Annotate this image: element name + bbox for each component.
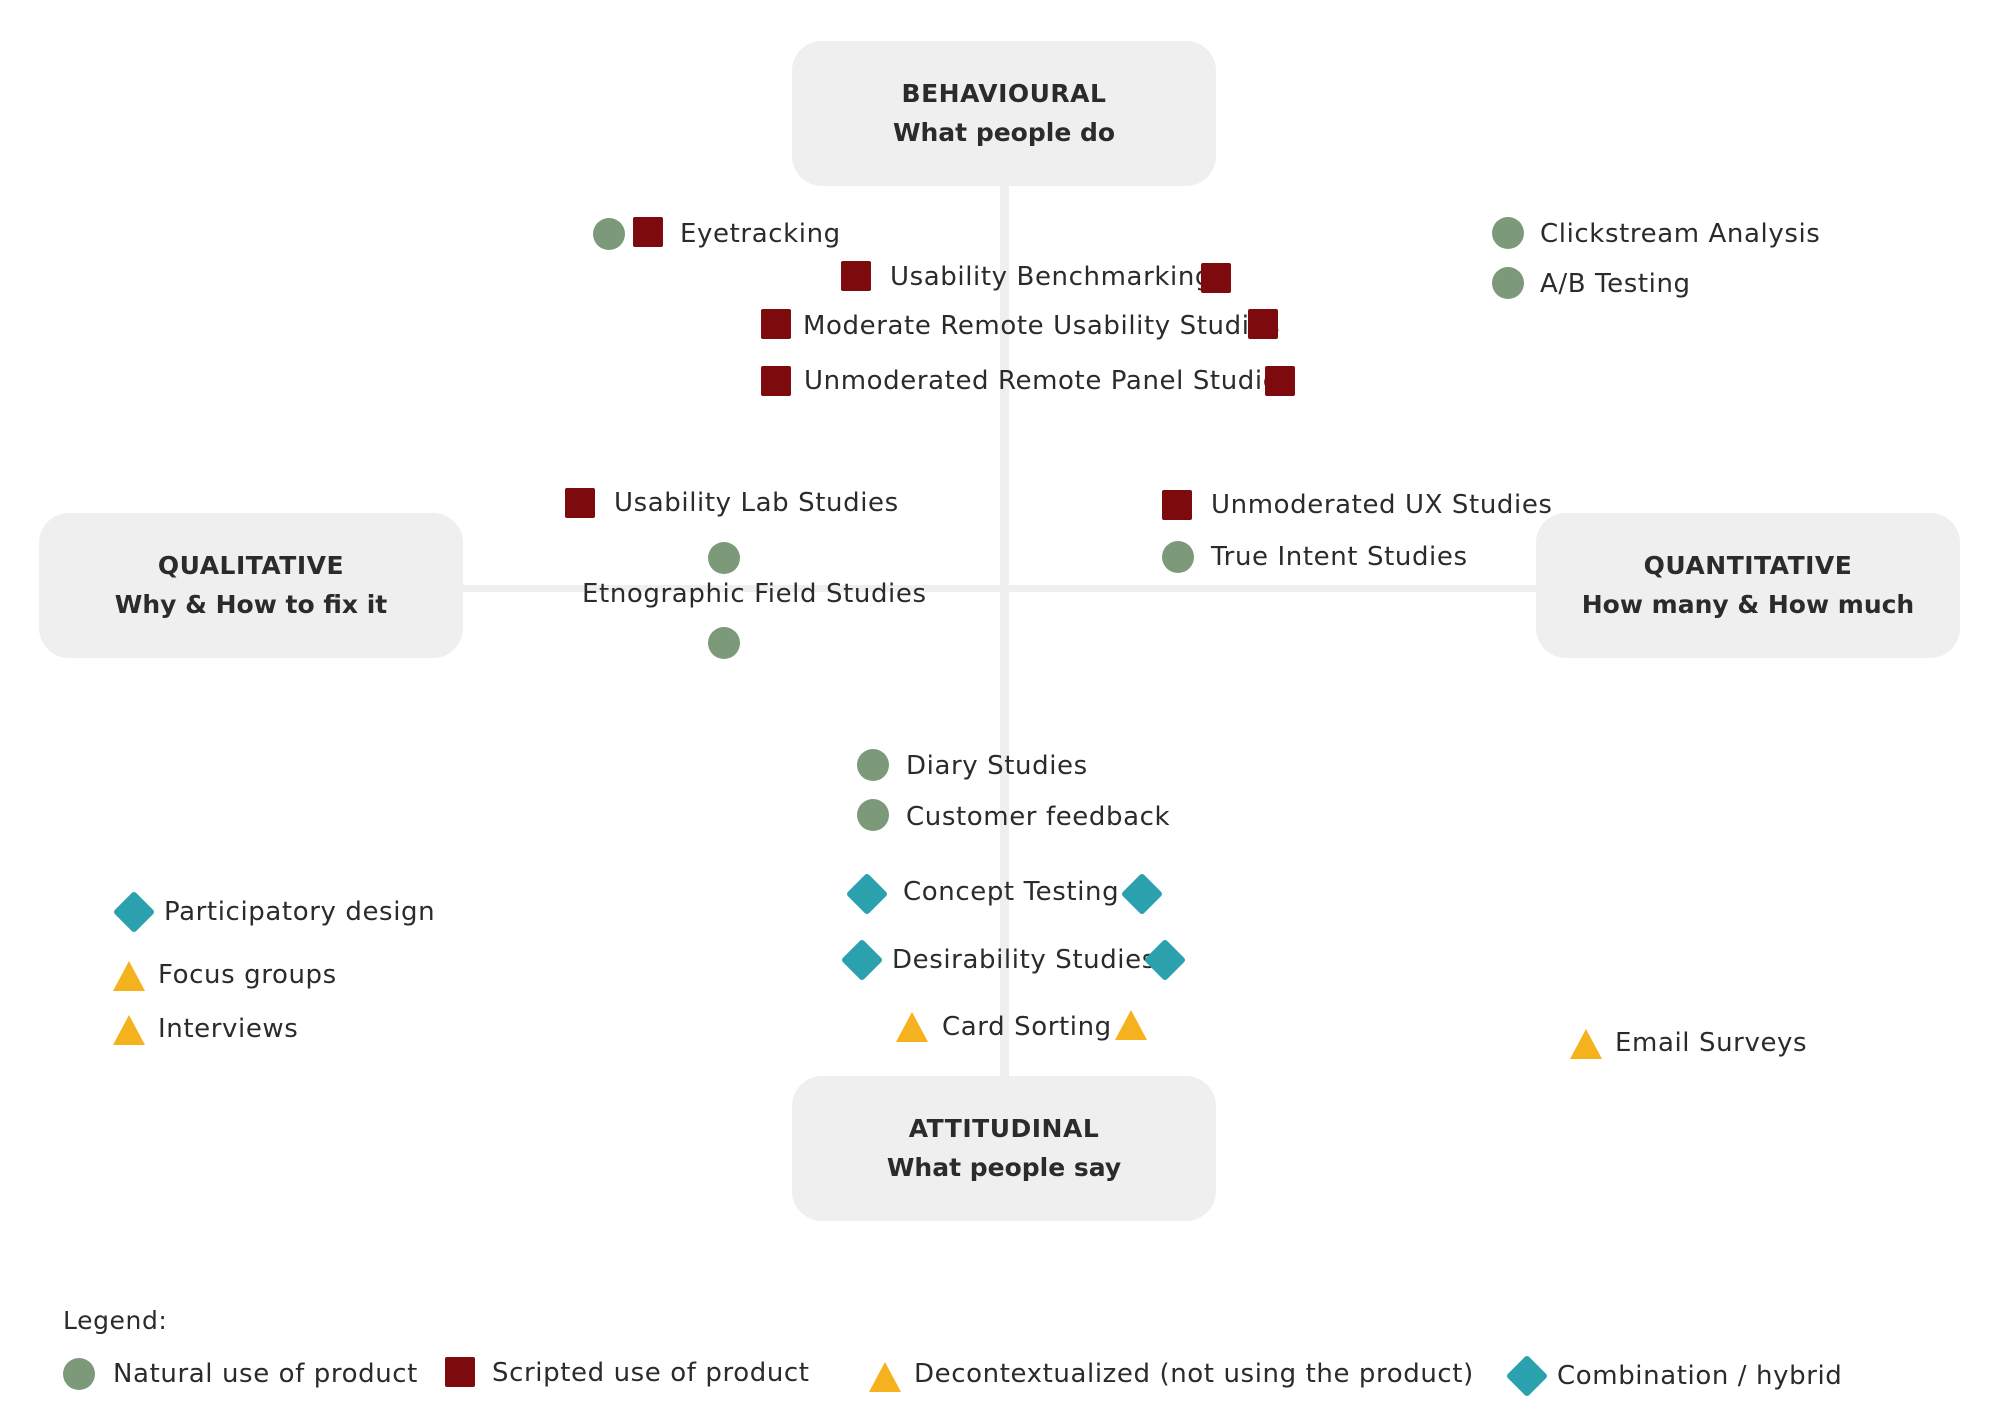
decontextualized-marker bbox=[1570, 1029, 1602, 1059]
legend-hybrid-marker bbox=[1505, 1354, 1549, 1398]
behavioural-subtitle: What people do bbox=[892, 117, 1116, 147]
natural-use-marker bbox=[708, 627, 740, 659]
hybrid-marker bbox=[840, 938, 884, 982]
natural-use-marker bbox=[708, 542, 740, 574]
scripted-use-marker bbox=[761, 366, 791, 396]
scripted-use-marker bbox=[565, 488, 595, 518]
method-usability-lab: Usability Lab Studies bbox=[614, 488, 899, 518]
method-eyetracking: Eyetracking bbox=[680, 219, 841, 249]
method-email-surveys: Email Surveys bbox=[1615, 1028, 1808, 1058]
legend-natural-label: Natural use of product bbox=[113, 1359, 418, 1389]
decontextualized-marker bbox=[1115, 1010, 1147, 1040]
legend-decontextualized-label: Decontextualized (not using the product) bbox=[914, 1359, 1474, 1389]
behavioural-box: BEHAVIOURAL What people do bbox=[792, 41, 1216, 186]
qualitative-box: QUALITATIVE Why & How to fix it bbox=[39, 513, 463, 658]
method-ab-testing: A/B Testing bbox=[1540, 269, 1691, 299]
scripted-use-marker bbox=[761, 309, 791, 339]
method-customer-feedback: Customer feedback bbox=[906, 802, 1171, 832]
behavioural-title: BEHAVIOURAL bbox=[901, 78, 1107, 108]
method-usability-benchmarking: Usability Benchmarking bbox=[890, 262, 1213, 292]
method-unmoderated-ux: Unmoderated UX Studies bbox=[1211, 490, 1553, 520]
quantitative-subtitle: How many & How much bbox=[1581, 589, 1915, 619]
method-desirability-studies: Desirability Studies bbox=[892, 945, 1156, 975]
legend-decontextualized-marker bbox=[869, 1362, 901, 1392]
quantitative-title: QUANTITATIVE bbox=[1643, 550, 1853, 580]
legend-title: Legend: bbox=[63, 1306, 168, 1335]
method-focus-groups: Focus groups bbox=[158, 960, 337, 990]
legend-scripted-label: Scripted use of product bbox=[492, 1358, 810, 1388]
natural-use-marker bbox=[593, 218, 625, 250]
method-concept-testing: Concept Testing bbox=[903, 877, 1120, 907]
legend-natural-marker bbox=[63, 1358, 95, 1390]
decontextualized-marker bbox=[896, 1012, 928, 1042]
natural-use-marker bbox=[857, 799, 889, 831]
natural-use-marker bbox=[1492, 267, 1524, 299]
method-clickstream-analysis: Clickstream Analysis bbox=[1540, 219, 1821, 249]
natural-use-marker bbox=[1492, 217, 1524, 249]
method-true-intent: True Intent Studies bbox=[1211, 542, 1468, 572]
qualitative-subtitle: Why & How to fix it bbox=[114, 589, 388, 619]
scripted-use-marker bbox=[1265, 366, 1295, 396]
method-unmoderated-remote-panel: Unmoderated Remote Panel Studies bbox=[804, 366, 1294, 396]
scripted-use-marker bbox=[1201, 263, 1231, 293]
method-card-sorting: Card Sorting bbox=[942, 1012, 1112, 1042]
legend-scripted-marker bbox=[445, 1357, 475, 1387]
method-moderate-remote-usability: Moderate Remote Usability Studies bbox=[803, 311, 1281, 341]
scripted-use-marker bbox=[841, 261, 871, 291]
attitudinal-box: ATTITUDINAL What people say bbox=[792, 1076, 1216, 1221]
method-diary-studies: Diary Studies bbox=[906, 751, 1088, 781]
qualitative-title: QUALITATIVE bbox=[157, 550, 345, 580]
method-ethnographic-field: Etnographic Field Studies bbox=[582, 579, 927, 609]
scripted-use-marker bbox=[1248, 309, 1278, 339]
vertical-axis-line bbox=[1000, 180, 1009, 1080]
method-interviews: Interviews bbox=[158, 1014, 299, 1044]
attitudinal-subtitle: What people say bbox=[886, 1152, 1122, 1182]
method-participatory-design: Participatory design bbox=[164, 897, 436, 927]
natural-use-marker bbox=[1162, 541, 1194, 573]
scripted-use-marker bbox=[633, 217, 663, 247]
quantitative-box: QUANTITATIVE How many & How much bbox=[1536, 513, 1960, 658]
legend-hybrid-label: Combination / hybrid bbox=[1557, 1361, 1843, 1391]
natural-use-marker bbox=[857, 749, 889, 781]
attitudinal-title: ATTITUDINAL bbox=[908, 1113, 1100, 1143]
hybrid-marker bbox=[112, 890, 156, 934]
decontextualized-marker bbox=[113, 1015, 145, 1045]
decontextualized-marker bbox=[113, 961, 145, 991]
horizontal-axis-line bbox=[462, 585, 1537, 592]
scripted-use-marker bbox=[1162, 490, 1192, 520]
hybrid-marker bbox=[845, 872, 889, 916]
hybrid-marker bbox=[1120, 872, 1164, 916]
